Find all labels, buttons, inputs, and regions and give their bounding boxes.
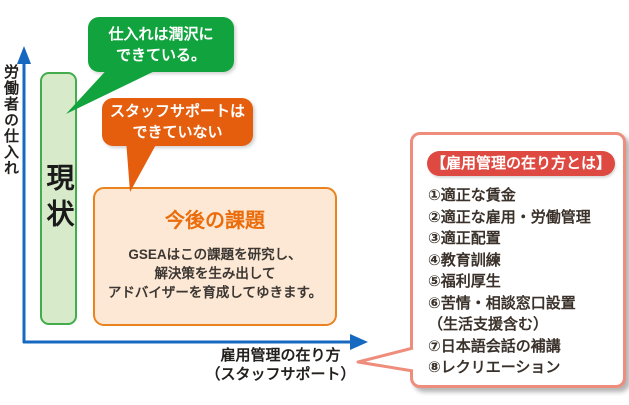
orange-bubble-line1: スタッフサポートは [109,103,245,120]
future-task-body-line3: アドバイザーを育成してゆきます。 [107,285,323,300]
panel-list: ①適正な賃金 ②適正な雇用・労働管理 ③適正配置 ④教育訓練 ⑤福利厚生 ⑥苦情… [428,185,615,379]
panel-title-badge: 【雇用管理の在り方とは】 [427,151,615,176]
future-task-body: GSEAはこの課題を研究し、 解決策を生み出して アドバイザーを育成してゆきます… [95,245,335,302]
future-task-title: 今後の課題 [165,210,265,232]
x-axis-label-line2: （スタッフサポート） [205,366,356,383]
list-item: ③適正配置 [428,230,501,247]
y-axis-arrowhead-icon [17,46,31,64]
future-task-box: 今後の課題 GSEAはこの課題を研究し、 解決策を生み出して アドバイザーを育成… [93,187,337,326]
future-task-body-line1: GSEAはこの課題を研究し、 [128,247,302,262]
list-item: ⑧レクリエーション [428,359,561,376]
employment-management-panel: 【雇用管理の在り方とは】 ①適正な賃金 ②適正な雇用・労働管理 ③適正配置 ④教… [410,132,626,388]
current-state-label: 現状 [43,162,75,235]
list-item: ⑤福利厚生 [428,273,501,290]
list-item: ⑦日本語会話の補講 [428,337,561,355]
orange-bubble-tail [126,140,158,192]
x-axis-label: 雇用管理の在り方 （スタッフサポート） [203,346,358,384]
panel-bubble-tail [356,346,414,373]
green-bubble-line1: 仕入れは潤沢に [108,25,214,43]
orange-bubble-line2: できていない [132,124,223,141]
list-item: （生活支援含む） [428,316,549,333]
green-bubble-line2: できている。 [115,46,206,64]
x-axis-label-line1: 雇用管理の在り方 [220,347,341,364]
list-item: ⑥苦情・相談窓口設置 [428,294,576,312]
future-task-body-line2: 解決策を生み出して [154,266,276,281]
y-axis-label: 労働者の仕入れ [2,64,19,176]
list-item: ①適正な賃金 [428,187,516,204]
list-item: ②適正な雇用・労働管理 [428,208,591,226]
green-speech-bubble: 仕入れは潤沢に できている。 [88,17,234,72]
orange-speech-bubble: スタッフサポートは できていない [102,98,253,146]
current-state-bar: 現状 [40,72,77,325]
list-item: ④教育訓練 [428,251,501,269]
